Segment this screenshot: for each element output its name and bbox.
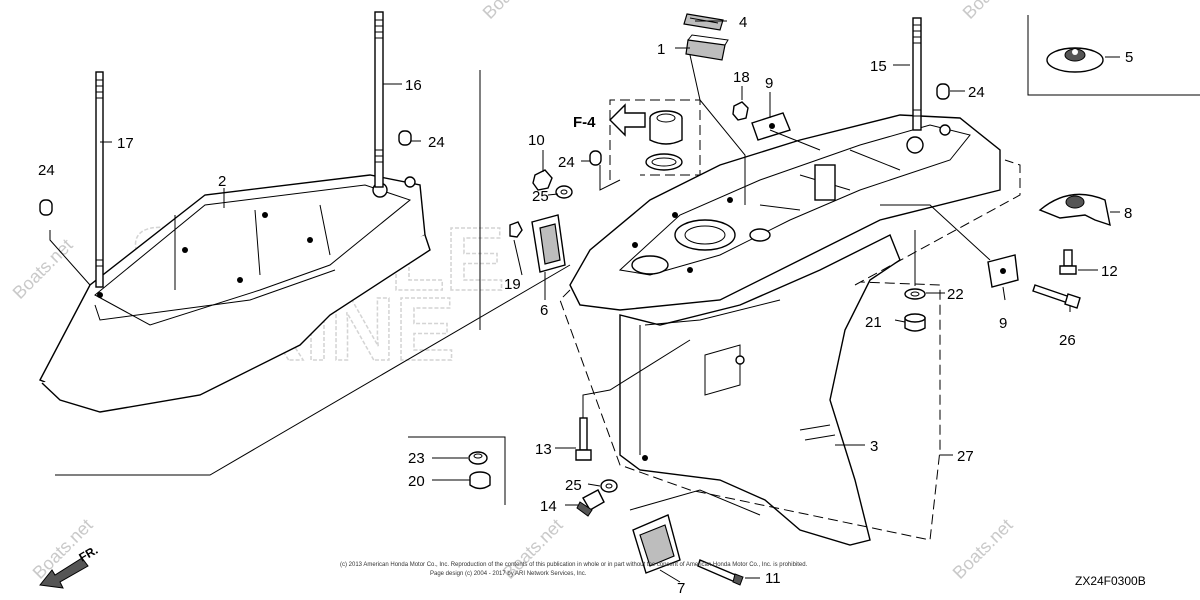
plate-part-9-top[interactable] xyxy=(751,112,791,141)
dowel-pin-24-left-top[interactable] xyxy=(398,130,412,146)
stud-16[interactable] xyxy=(374,11,384,188)
callout-8[interactable]: 8 xyxy=(1124,205,1132,222)
callout-24-right[interactable]: 24 xyxy=(968,84,985,101)
snap-ring-part[interactable] xyxy=(645,153,683,171)
mount-part-20[interactable] xyxy=(469,471,491,490)
callout-16[interactable]: 16 xyxy=(405,77,422,94)
dowel-pin-24-left[interactable] xyxy=(39,199,53,216)
watermark-top-center: Boats.net xyxy=(479,0,547,23)
callout-6[interactable]: 6 xyxy=(540,302,548,319)
mount-part-1[interactable] xyxy=(685,34,729,61)
copyright-line-1: (c) 2013 American Honda Motor Co., Inc. … xyxy=(340,562,808,568)
callout-14[interactable]: 14 xyxy=(540,498,557,515)
bolt-part-26[interactable] xyxy=(1032,284,1081,309)
callout-13[interactable]: 13 xyxy=(535,441,552,458)
copyright-line-2: Page design (c) 2004 - 2017 by ARI Netwo… xyxy=(430,571,587,577)
bearing-part[interactable] xyxy=(649,110,683,145)
callout-2[interactable]: 2 xyxy=(218,173,226,190)
callout-12[interactable]: 12 xyxy=(1101,263,1118,280)
leader-lines xyxy=(100,20,1120,583)
callout-25-bottom[interactable]: 25 xyxy=(565,477,582,494)
bolt-part-14[interactable] xyxy=(576,489,605,517)
callout-17[interactable]: 17 xyxy=(117,135,134,152)
anode-part-5[interactable] xyxy=(1046,47,1104,73)
washer-part-25-bottom[interactable] xyxy=(600,479,618,493)
stud-15[interactable] xyxy=(912,17,922,131)
dowel-pin-24-center[interactable] xyxy=(589,150,602,166)
callout-3[interactable]: 3 xyxy=(870,438,878,455)
callout-labels: 4 1 18 9 15 16 17 24 24 24 24 5 8 12 26 … xyxy=(38,14,1133,597)
callout-19[interactable]: 19 xyxy=(504,276,521,293)
callout-27[interactable]: 27 xyxy=(957,448,974,465)
extension-case-part-2[interactable] xyxy=(39,174,431,413)
cover-part-7[interactable] xyxy=(632,514,681,574)
callout-24-center[interactable]: 24 xyxy=(558,154,575,171)
gear-case-part-3[interactable] xyxy=(569,114,1001,546)
bolt-part-12[interactable] xyxy=(1059,249,1077,275)
mount-part-21[interactable] xyxy=(904,313,926,332)
grommet-part-23[interactable] xyxy=(468,451,488,465)
washer-part-25-top[interactable] xyxy=(555,185,573,199)
leader-24-left xyxy=(49,230,91,286)
callout-20[interactable]: 20 xyxy=(408,473,425,490)
callout-23[interactable]: 23 xyxy=(408,450,425,467)
callout-5[interactable]: 5 xyxy=(1125,49,1133,66)
trim-tab-part-8[interactable] xyxy=(1038,193,1111,227)
callout-25-top[interactable]: 25 xyxy=(532,188,549,205)
callout-4[interactable]: 4 xyxy=(739,14,747,31)
callout-15[interactable]: 15 xyxy=(870,58,887,75)
nut-part-19[interactable] xyxy=(509,221,523,238)
callout-7[interactable]: 7 xyxy=(677,580,685,597)
callout-24-left-top[interactable]: 24 xyxy=(428,134,445,151)
callout-26[interactable]: 26 xyxy=(1059,332,1076,349)
watermark-top-right: Boats.net xyxy=(959,0,1027,23)
boundary-line-bottom xyxy=(55,264,571,476)
ref-f4-label[interactable]: F-4 xyxy=(573,114,596,131)
callout-10[interactable]: 10 xyxy=(528,132,545,149)
cover-part-6[interactable] xyxy=(531,214,566,273)
plate-part-9-right[interactable] xyxy=(987,254,1019,288)
bolt-part-13[interactable] xyxy=(575,417,592,461)
diagram-code: ZX24F0300B xyxy=(1075,574,1146,588)
spacer-part-4[interactable] xyxy=(683,13,724,31)
dowel-pin-24-right[interactable] xyxy=(936,83,950,100)
assembly-bracket-27-top xyxy=(854,159,1021,286)
callout-22[interactable]: 22 xyxy=(947,286,964,303)
assembly-bracket-27 xyxy=(559,281,941,541)
box-part-5 xyxy=(1027,15,1200,96)
box-part-20-23 xyxy=(408,436,506,505)
callout-24-left[interactable]: 24 xyxy=(38,162,55,179)
callout-9-top[interactable]: 9 xyxy=(765,75,773,92)
callout-9-right[interactable]: 9 xyxy=(999,315,1007,332)
callout-18[interactable]: 18 xyxy=(733,69,750,86)
nut-part-18[interactable] xyxy=(732,101,749,121)
watermark-bottom-right: Boats.net xyxy=(949,515,1017,583)
bolt-part-10[interactable] xyxy=(532,169,553,191)
callout-21[interactable]: 21 xyxy=(865,314,882,331)
screw-part-11[interactable] xyxy=(697,559,744,586)
callout-1[interactable]: 1 xyxy=(657,41,665,58)
grommet-part-22[interactable] xyxy=(904,288,926,300)
watermark-left: Boats.net xyxy=(9,235,77,303)
callout-11[interactable]: 11 xyxy=(765,570,781,587)
stud-17[interactable] xyxy=(95,71,104,288)
